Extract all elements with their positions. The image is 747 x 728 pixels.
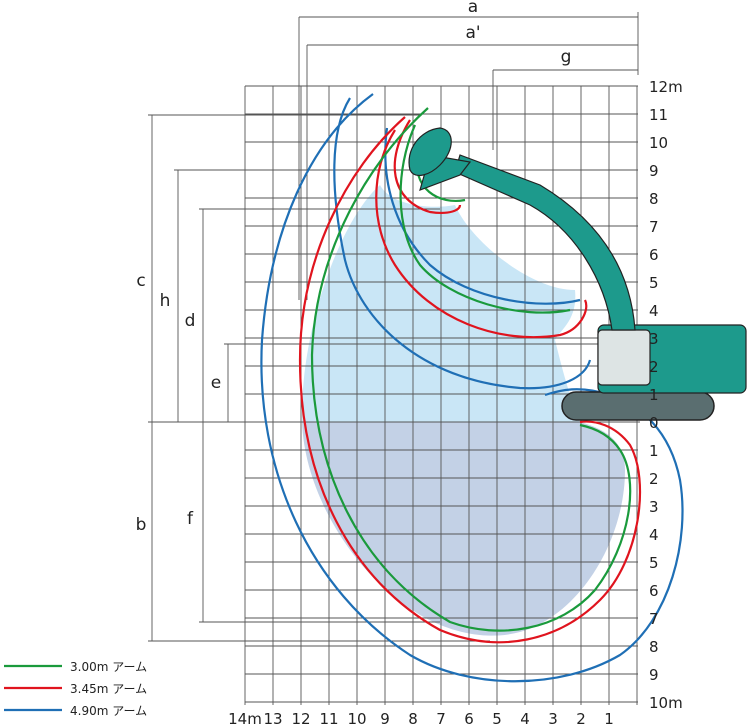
right-axis-tick-label: 6 (649, 582, 659, 600)
bottom-axis-tick-label: 11 (319, 710, 338, 728)
right-axis-tick-label: 12m (649, 78, 683, 96)
right-axis-tick-label: 4 (649, 526, 659, 544)
right-axis-tick-label: 1 (649, 386, 659, 404)
dim-label-h: h (160, 291, 171, 311)
bottom-axis-tick-label: 13 (263, 710, 282, 728)
excavator-bucket (408, 127, 452, 177)
working-area-lower (302, 422, 625, 636)
bottom-axis-tick-label: 10 (347, 710, 366, 728)
bottom-axis-tick-label: 12 (291, 710, 310, 728)
dim-label-g: g (561, 47, 572, 67)
right-axis-lower: 1 2 3 4 5 6 7 8 9 10m (649, 442, 683, 712)
right-axis-tick-label: 7 (649, 610, 659, 628)
dimension-lines (148, 12, 640, 642)
bottom-axis-tick-label: 7 (436, 710, 446, 728)
right-axis-tick-label: 4 (649, 302, 659, 320)
right-axis-tick-label: 9 (649, 666, 659, 684)
right-axis-tick-label: 8 (649, 190, 659, 208)
legend-label-3-00m: 3.00m アーム (70, 660, 147, 674)
bottom-axis-tick-label: 14m (228, 710, 262, 728)
right-axis-tick-label: 9 (649, 162, 659, 180)
bottom-axis-tick-label: 6 (464, 710, 474, 728)
right-axis-tick-label: 0 (649, 414, 659, 432)
right-axis-tick-label: 2 (649, 470, 659, 488)
right-axis-tick-label: 3 (649, 498, 659, 516)
bottom-axis-tick-label: 8 (408, 710, 418, 728)
legend-label-3-45m: 3.45m アーム (70, 682, 147, 696)
curve-3-45m-arm (298, 116, 642, 644)
bottom-axis-tick-label: 9 (380, 710, 390, 728)
dim-label-e: e (211, 373, 221, 393)
right-axis-tick-label: 8 (649, 638, 659, 656)
right-axis-tick-label: 10 (649, 134, 668, 152)
bottom-axis-tick-label: 5 (492, 710, 502, 728)
right-axis-tick-label: 11 (649, 106, 668, 124)
right-axis-tick-label: 7 (649, 218, 659, 236)
bottom-axis-tick-label: 1 (604, 710, 614, 728)
right-axis-tick-label: 10m (649, 694, 683, 712)
excavator (408, 127, 747, 421)
dim-label-b: b (136, 515, 147, 535)
bottom-axis-tick-label: 4 (520, 710, 530, 728)
right-axis-tick-label: 1 (649, 442, 659, 460)
bottom-axis-tick-label: 2 (576, 710, 586, 728)
right-axis-tick-label: 5 (649, 274, 659, 292)
right-axis-tick-label: 6 (649, 246, 659, 264)
dim-label-d: d (185, 311, 196, 331)
excavator-cab (597, 329, 651, 386)
dim-label-c: c (136, 271, 145, 291)
dim-label-a: a (468, 0, 478, 17)
legend-label-4-90m: 4.90m アーム (70, 704, 147, 718)
bottom-axis-tick-label: 3 (548, 710, 558, 728)
dim-label-a-prime: a' (465, 23, 480, 43)
excavator-crawler (561, 391, 715, 421)
dimension-letters: a a' g c h d e b f (136, 0, 572, 535)
right-axis-tick-label: 5 (649, 554, 659, 572)
right-axis-tick-label: 3 (649, 330, 659, 348)
dim-label-f: f (187, 509, 194, 529)
right-axis-tick-label: 2 (649, 358, 659, 376)
legend: 3.00m アーム 3.45m アーム 4.90m アーム (4, 660, 147, 718)
